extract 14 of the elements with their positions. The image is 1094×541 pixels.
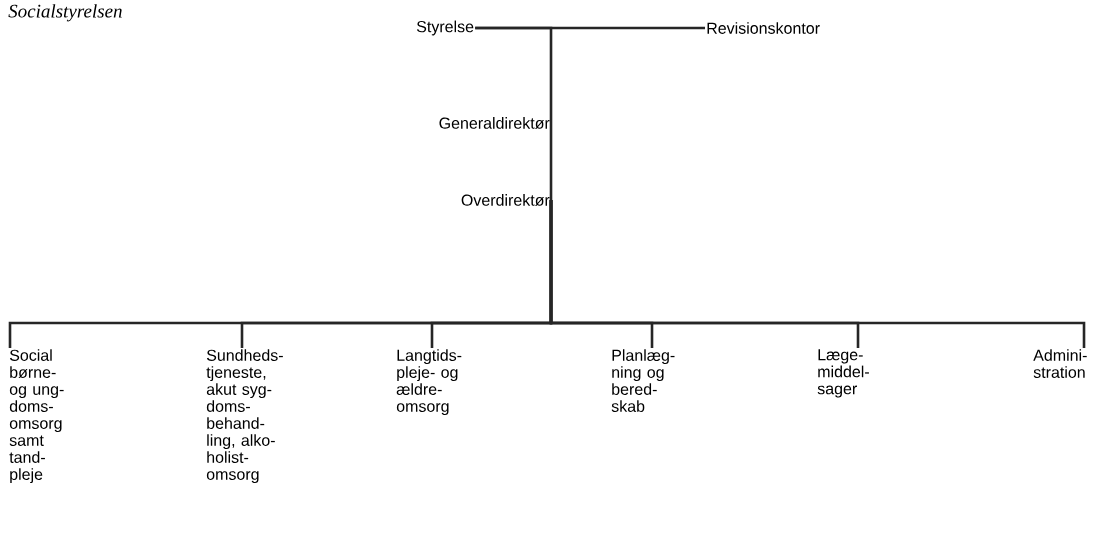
org-unit-label: Læge- middel- sager <box>817 349 869 398</box>
org-unit-label: Langtids- pleje- og ældre- omsorg <box>396 349 462 416</box>
org-unit-label: Planlæg- ning og bered- skab <box>611 349 675 412</box>
org-unit-label: Overdirektør <box>461 194 550 206</box>
title: Socialstyrelsen <box>8 4 122 22</box>
connector-line <box>549 200 1086 348</box>
connector-line <box>549 123 553 200</box>
org-unit-label: Styrelse <box>416 20 474 36</box>
org-unit-label: Sundheds- tjeneste, akut syg- doms- behand- ling, alko- holist- omsorg <box>206 349 283 484</box>
connector-line <box>475 26 553 123</box>
org-unit-label: Admini- stration <box>1033 349 1087 378</box>
org-unit-label: Social børne- og ung- doms- omsorg samt tand- pleje <box>9 349 64 484</box>
org-unit-label: Revisionskontor <box>707 22 820 34</box>
org-unit-label: Generaldirektør <box>439 117 550 129</box>
